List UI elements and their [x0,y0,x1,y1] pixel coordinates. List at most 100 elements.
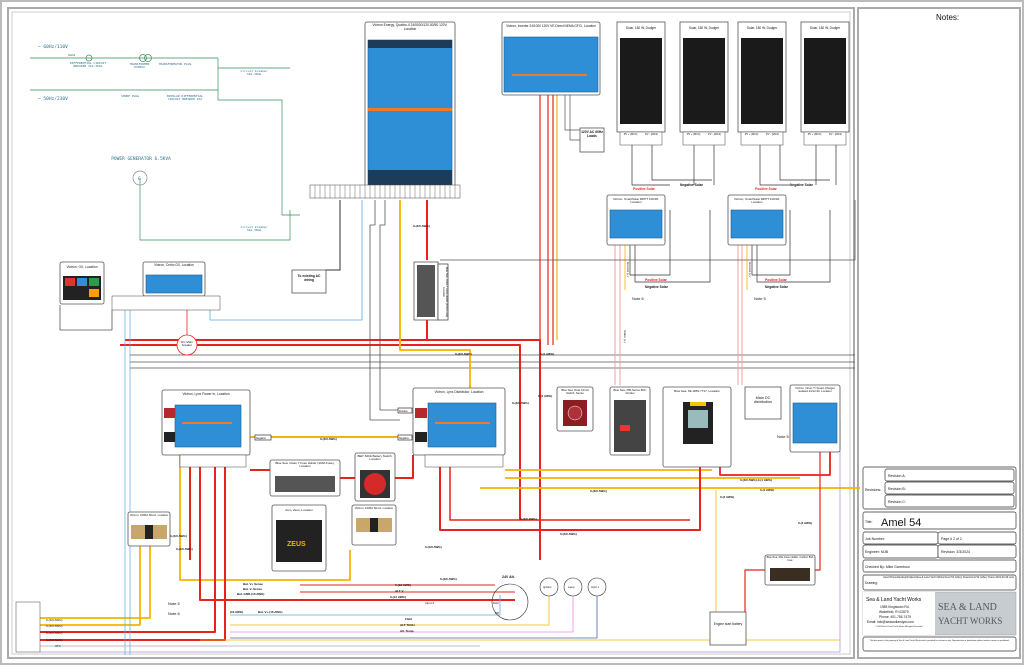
engine-battery-label: Engine start battery [713,622,743,626]
cerbo-gx[interactable] [111,261,221,311]
solar-panel-2[interactable] [679,21,729,146]
pv-plus-label: PV + (MC4) [744,133,759,136]
wire-label: 0-(4/0 AWG) [170,534,187,538]
lynx-distributor[interactable] [412,387,506,468]
multiplus-inverter-charger[interactable] [364,21,456,188]
anl-fuse-holder[interactable] [764,554,816,586]
connector-label: 0-(4/0 AWG) [46,624,63,628]
connector-label: 0-(4/0 AWG) [46,618,63,622]
input1-label: Input 1 [591,585,599,589]
class-t-vertical-title: Blue Sea, Class T Fuse Holder (400A Fuse… [442,266,448,318]
solar-panel-1[interactable] [616,21,666,146]
breaker-285-title: Blue Sea, 285-Series 80A, Grinder [613,388,647,396]
alternator-label: 24V Alt. [502,575,515,579]
pv-minus-label: PV - (MC4) [766,133,779,136]
revisions-label: Revisions: [865,488,881,492]
dc-main-breaker [176,334,198,356]
shunt-middle[interactable] [351,504,397,546]
company-name: Sea & Land Yacht Works [866,597,922,603]
wire-size-label: 6mm2 [68,53,75,57]
class-t-fuse-holder-vertical[interactable] [413,261,449,321]
wire-label: ALT V [395,589,403,593]
checked-by: Checked By: Mike Garretson [865,565,910,569]
company-logo: YACHT WORKS [938,616,1002,626]
pv-plus-label: PV + (MC4) [807,133,822,136]
wire-label: Bat. V+ Sense [243,582,263,586]
battery-switch-title: BEP, 600A Battery Switch, Location [357,454,393,462]
alternator: 24V Alt. Field B/P [491,575,529,621]
bipolar-breaker-label: BIPOLAR DIFFERENTIAL CIRCUIT BREAKER 16A [166,94,204,102]
engine-start-battery [709,611,747,646]
alt-bp-label: B/P [495,611,499,615]
connector-list: 0-(4/0 AWG) 0-(4/0 AWG) 0-(4/0 AWG) 0-(4… [15,601,63,653]
mppt-controller-1[interactable] [606,194,666,246]
differential-breaker-label: DIFFERENTIAL CIRCUIT BREAKER 32A-30mA [69,61,107,69]
wire-labels: 0-(4/0 AWG) 0-(4/0 AWG) 0-(4/0 AWG) 0-(1… [168,224,812,633]
lamp-circle: Lamp [563,577,583,597]
wire-label: 0-(4/0 AWG) [440,577,457,581]
pv-minus-label: PV - (MC4) [708,133,721,136]
positive-tag [397,407,413,414]
solar-panel-title: Solar, 180 W, Dodger [809,26,841,30]
shunt-title: Victron, 1000A Shunt, Location [354,506,394,510]
connector-label: ATC [55,644,62,648]
dual-circuit-switch[interactable] [556,386,594,432]
drawing-title: Amel 54 [881,517,921,529]
gx-touch-display[interactable] [59,261,105,305]
pv-minus-label: PV - (MC4) [829,133,842,136]
inverter-1000[interactable] [501,21,601,96]
engineer: Engineer: MJB [865,550,889,554]
revision-b: Revision B: [888,487,906,491]
ml-rbs-relay[interactable] [662,386,732,468]
negative-label: Negative [399,437,409,440]
ac-source-50hz: ~ 50Hz/230V [38,96,68,102]
wire-label: 0-(1 AWG) [538,394,552,398]
ignition-label: Ignition [543,585,552,589]
wire-label: Bat. GND-(16 AWG) [237,592,264,596]
revision-c: Revision C: [888,500,906,504]
transformer-label: TRANSFORMER 6300VA [129,62,150,70]
company-logo: SEA & LAND [938,602,997,613]
job-number: Job Number: [865,537,885,541]
solar-panel-3[interactable] [737,21,787,146]
note-label: Note 5 [777,434,790,439]
connector-label: 0-(4/0 AWG) [46,638,63,642]
negative-solar-label: Negative Solar [790,183,814,187]
phone: Phone: 401-755-7479 [879,615,911,619]
notes-panel [857,7,1021,659]
breaker-285-series[interactable] [609,386,651,456]
zeus-title: Arco, Zeus, Location [285,508,313,512]
ignition-circle: Ignition [539,577,559,597]
wire-label: 0-(4/0 AWG) [512,401,529,405]
zeus-regulator[interactable]: ZEUS [271,504,327,572]
wire-label: Ground (+) [626,262,630,277]
mppt-controller-2[interactable] [727,194,787,246]
wire-label: 0-(4/0 AWG) [425,545,442,549]
solar-panel-4[interactable] [800,21,850,146]
orion-charger[interactable] [789,384,841,453]
solar-panel-title: Solar, 180 W, Dodger [746,26,778,30]
address-2: Wakefield, RI 02879 [879,610,909,614]
wire-label: Ground (+) [748,262,752,277]
wire-label: Alt. Temp. [400,629,414,633]
positive-label: Positive [399,410,408,413]
lynx-power-in[interactable] [161,389,251,468]
drawing-label: Drawing: [865,581,878,585]
class-t-fuse-holder[interactable] [269,459,341,497]
wire-label: 0-(4/0 AWG) [413,224,430,228]
shunt-left[interactable] [127,511,171,547]
disclaimer: This document is the property of Sea & L… [869,640,1010,642]
title-block: Revisions: Revision A: Revision B: Revis… [862,466,1017,652]
dual-circuit-title: Blue Sea, Dual Circuit Switch, Sense [561,388,589,396]
shunt-title: Victron, 1000A Shunt, Location [129,513,169,517]
solar-panel-title: Solar, 180 W, Dodger [625,26,657,30]
positive-solar-label: Positive Solar [755,187,778,191]
battery-switch[interactable] [354,452,396,502]
inverter-title: Victron, Inverter 24/1000 120V VE.Direct… [506,24,596,28]
existing-ac-label: To existing AC wiring [297,274,321,282]
negative-solar-label: Negative Solar [680,183,704,187]
positive-solar-label: Positive Solar [645,278,668,282]
mppt-title: Victron, SmartSolar MPPT 100/30, Locatio… [613,197,659,205]
revision-date: Revision: 3/3/2024 [941,550,970,554]
connector-label: 0-(4/0 AWG) [46,631,63,635]
